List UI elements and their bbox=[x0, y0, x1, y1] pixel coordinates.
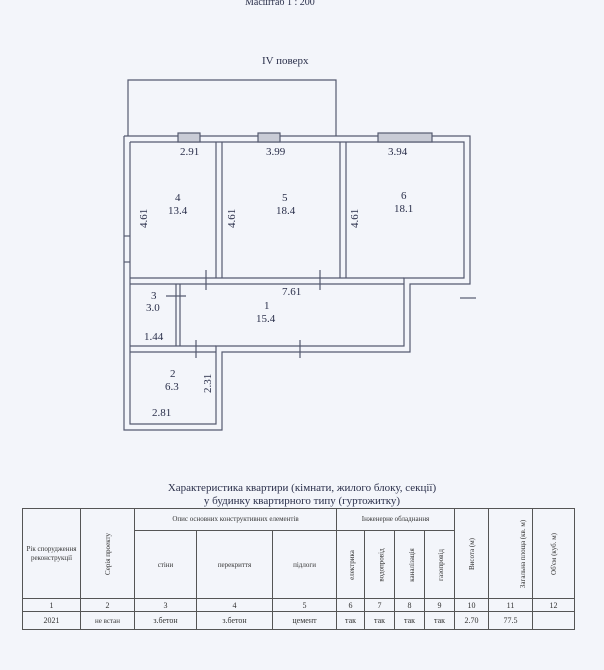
room-6-number: 6 bbox=[401, 190, 407, 202]
header-volume: Об'єм (куб. м) bbox=[532, 508, 576, 599]
col-number: 9 bbox=[424, 598, 456, 612]
header-floors: перекриття bbox=[196, 530, 273, 599]
room-3-area: 3.0 bbox=[146, 302, 160, 314]
room-1-number: 1 bbox=[264, 300, 270, 312]
value-sewer: так bbox=[394, 611, 426, 630]
room-5-depth: 4.61 bbox=[226, 208, 238, 228]
room-2-width: 2.81 bbox=[152, 407, 172, 419]
col-number: 4 bbox=[196, 598, 273, 612]
header-walls: стіни bbox=[134, 530, 197, 599]
room-1-width: 7.61 bbox=[282, 286, 302, 298]
col-number: 3 bbox=[134, 598, 197, 612]
room-2-depth: 2.31 bbox=[202, 373, 214, 393]
header-year: Рік спорудження реконструкції bbox=[22, 508, 81, 599]
col-number: 2 bbox=[80, 598, 135, 612]
scale-caption: Масштаб 1 : 200 bbox=[245, 0, 315, 8]
room-5-width: 3.99 bbox=[266, 146, 286, 158]
header-flooring: підлоги bbox=[271, 530, 338, 599]
col-number: 10 bbox=[454, 598, 490, 612]
header-total-area: Загальна площа (кв. м) bbox=[488, 508, 534, 599]
col-number: 6 bbox=[336, 598, 366, 612]
header-sewer: каналізація bbox=[394, 530, 426, 599]
header-gas: газопровід bbox=[424, 530, 456, 599]
room-2-number: 2 bbox=[170, 368, 176, 380]
value-water: так bbox=[364, 611, 396, 630]
header-series: Серія проекту bbox=[80, 508, 135, 599]
value-height: 2.70 bbox=[454, 611, 490, 630]
table-title-line1: Характеристика квартири (кімнати, жилого… bbox=[167, 482, 437, 494]
value-electric: так bbox=[336, 611, 366, 630]
room-5-number: 5 bbox=[282, 192, 288, 204]
room-4-area: 13.4 bbox=[168, 205, 188, 217]
header-electric: електрика bbox=[336, 530, 366, 599]
room-4-width: 2.91 bbox=[180, 146, 200, 158]
room-2-area: 6.3 bbox=[165, 381, 179, 393]
room-1-area: 15.4 bbox=[256, 313, 276, 325]
col-number: 12 bbox=[532, 598, 576, 612]
col-number: 11 bbox=[488, 598, 534, 612]
value-walls: з.бетон bbox=[134, 611, 197, 630]
col-number: 8 bbox=[394, 598, 426, 612]
value-total-area: 77.5 bbox=[488, 611, 534, 630]
room-3-number: 3 bbox=[151, 290, 157, 302]
header-eng-group: Інженерне обладнання bbox=[336, 508, 456, 531]
value-floors: з.бетон bbox=[196, 611, 273, 630]
value-year: 2021 bbox=[22, 611, 81, 630]
floor-caption: IV поверх bbox=[262, 55, 309, 67]
room-5-area: 18.4 bbox=[276, 205, 296, 217]
col-number: 5 bbox=[271, 598, 338, 612]
room-4-number: 4 bbox=[175, 192, 181, 204]
table-title-line2: у будинку квартирного типу (гуртожитку) bbox=[203, 495, 401, 507]
apartment-spec-table: Рік спорудження реконструкції Серія прое… bbox=[22, 508, 576, 630]
value-flooring: цемент bbox=[271, 611, 338, 630]
room-3-width: 1.44 bbox=[144, 331, 164, 343]
floor-plan-lines bbox=[123, 79, 476, 431]
room-6-area: 18.1 bbox=[394, 203, 414, 215]
header-water: водопровід bbox=[364, 530, 396, 599]
room-6-width: 3.94 bbox=[388, 146, 408, 158]
value-volume bbox=[532, 611, 576, 630]
room-6-depth: 4.61 bbox=[349, 208, 361, 228]
col-number: 7 bbox=[364, 598, 396, 612]
value-gas: так bbox=[424, 611, 456, 630]
room-4-depth: 4.61 bbox=[138, 208, 150, 228]
header-walls-group: Опис основних конструктивних елементів bbox=[133, 508, 338, 531]
header-height: Висота (м) bbox=[454, 508, 490, 599]
value-series: не встан bbox=[80, 611, 135, 630]
col-number: 1 bbox=[22, 598, 81, 612]
